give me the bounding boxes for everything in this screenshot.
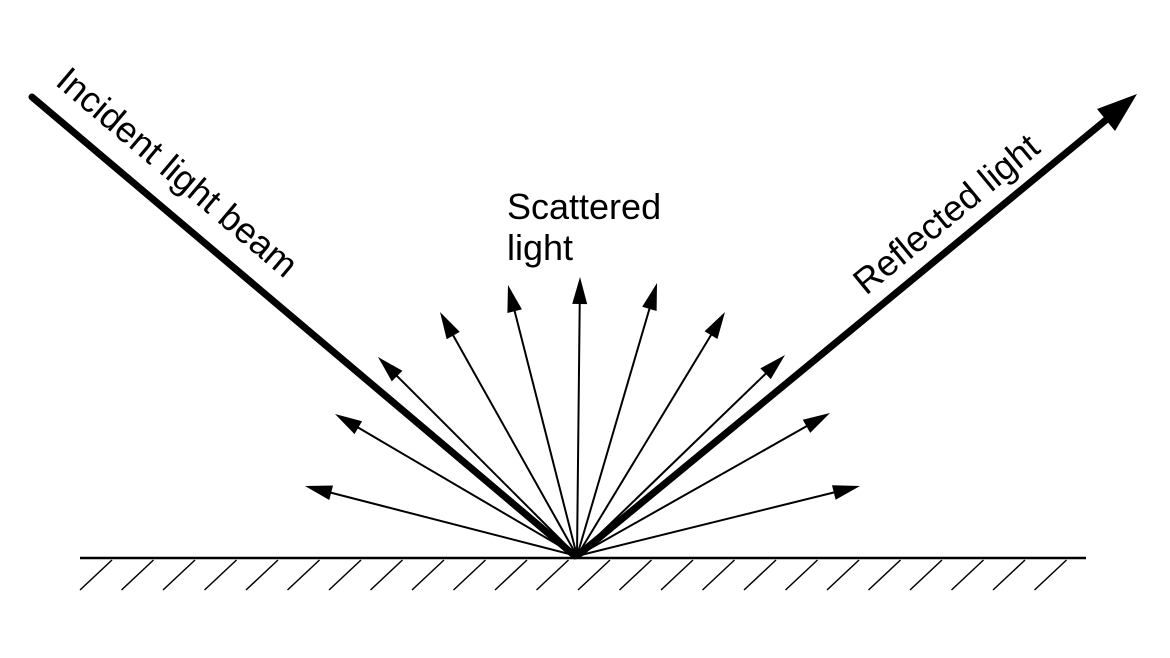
scattered-label-line1: Scattered xyxy=(507,186,661,227)
hatch-mark xyxy=(1033,559,1068,591)
hatch-mark xyxy=(992,559,1026,591)
reflected-label: Reflected light xyxy=(845,125,1047,302)
hatch-mark xyxy=(411,559,445,591)
hatch-mark xyxy=(328,559,362,591)
surface-hatching xyxy=(79,559,1068,591)
scattered-arrow-shaft xyxy=(513,308,578,557)
hatch-mark xyxy=(120,559,155,591)
scattered-arrow-shaft xyxy=(576,424,809,557)
hatch-mark xyxy=(369,559,404,591)
scattered-arrowhead xyxy=(831,485,860,500)
hatch-mark xyxy=(577,559,611,591)
hatch-mark xyxy=(950,559,985,591)
hatch-mark xyxy=(245,559,279,591)
scattered-arrowhead xyxy=(704,312,725,339)
scattered-arrowhead xyxy=(572,277,588,305)
scattered-arrows xyxy=(305,277,860,557)
reflected-arrowhead xyxy=(1097,94,1137,131)
scattered-arrowhead xyxy=(507,285,522,314)
scattered-arrowhead xyxy=(642,283,657,312)
scattered-arrowhead xyxy=(760,355,785,380)
hatch-mark xyxy=(909,559,943,591)
scattered-arrow-shaft xyxy=(576,301,581,557)
scattered-arrowhead xyxy=(802,413,830,433)
hatch-mark xyxy=(743,559,777,591)
incident-label: Incident light beam xyxy=(49,59,306,285)
hatch-mark xyxy=(701,559,736,591)
hatch-mark xyxy=(867,559,902,591)
hatch-mark xyxy=(494,559,528,591)
scattered-arrow-shaft xyxy=(451,333,578,557)
scattered-arrow-shaft xyxy=(394,373,578,557)
hatch-mark xyxy=(660,559,694,591)
scattered-arrow-shaft xyxy=(576,371,768,557)
hatch-mark xyxy=(784,559,819,591)
scattered-arrow-shaft xyxy=(576,491,836,557)
scattered-arrow-shaft xyxy=(576,306,651,557)
hatch-mark xyxy=(618,559,653,591)
reflected-beam xyxy=(574,112,1115,559)
scattered-arrow-shaft xyxy=(576,332,713,557)
hatch-mark xyxy=(826,559,860,591)
scattered-label-line2: light xyxy=(507,227,573,268)
scattered-arrowhead xyxy=(378,357,403,382)
hatch-mark xyxy=(203,559,238,591)
hatch-mark xyxy=(286,559,321,591)
hatch-mark xyxy=(162,559,196,591)
hatch-mark xyxy=(535,559,570,591)
scattered-arrowhead xyxy=(440,312,460,340)
incident-beam xyxy=(28,93,579,560)
scattered-arrowhead xyxy=(305,485,334,500)
scattered-arrow-shaft xyxy=(356,425,578,557)
scattered-arrowhead xyxy=(335,414,363,435)
scattered-arrow-shaft xyxy=(328,491,578,557)
hatch-mark xyxy=(452,559,487,591)
hatch-mark xyxy=(79,559,113,591)
